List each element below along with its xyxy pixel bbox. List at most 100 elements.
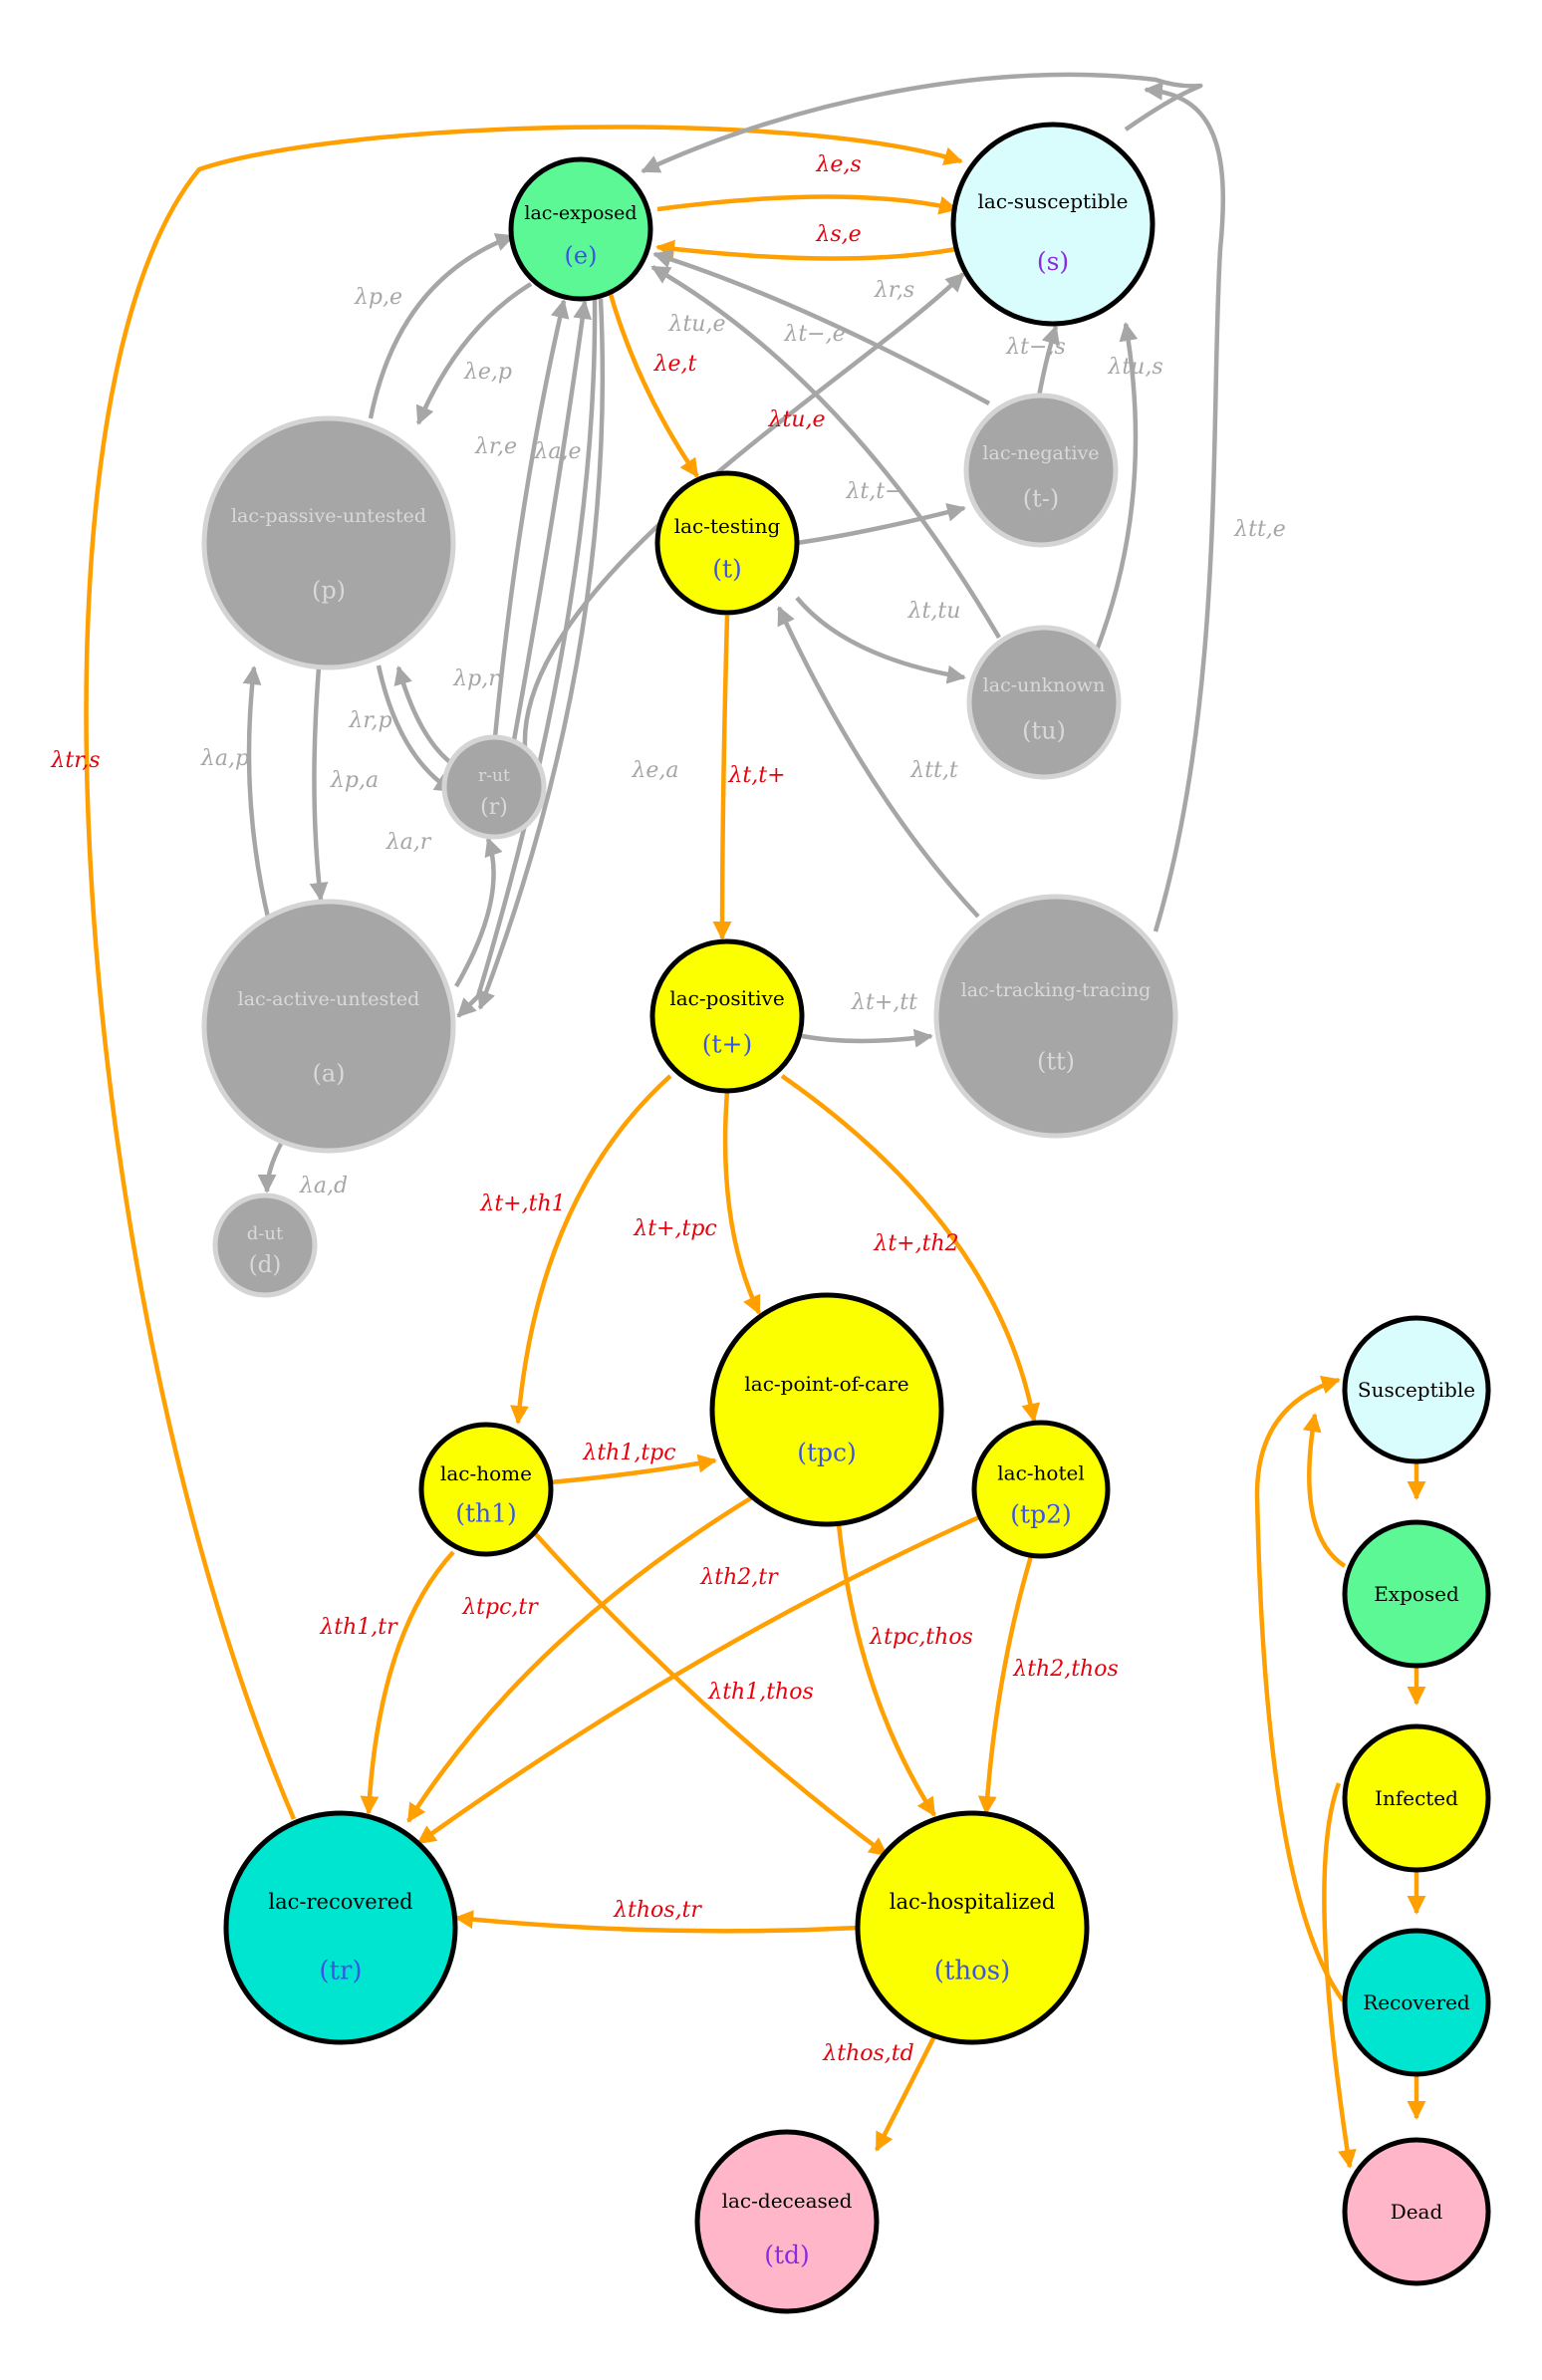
node-circle-tr (223, 1810, 458, 2045)
inactive-edge-22 (511, 300, 593, 741)
transition-edge-45 (1254, 1375, 1345, 2002)
transition-edge-1 (655, 239, 957, 261)
legend-item-L_e: Exposed (1342, 1519, 1491, 1669)
transition-edge-4 (510, 1074, 672, 1425)
transition-edge-46 (1322, 1782, 1357, 2169)
inactive-edge-18 (1144, 81, 1226, 932)
transition-edge-13 (977, 1555, 1034, 1815)
edge-label-tue_red: λtu,e (768, 407, 826, 432)
edge-label-tpctr: λtpc,tr (461, 1595, 539, 1620)
node-name-p: lac-passive-untested (231, 505, 426, 527)
node-tu: lac-unknown(tu) (966, 625, 1122, 780)
node-name-a: lac-active-untested (238, 988, 420, 1010)
edge-label-ttplus: λt,t+ (727, 763, 785, 788)
node-circle-tplus (649, 938, 805, 1094)
edge-label-th1tpc: λth1,tpc (582, 1441, 675, 1465)
node-circle-e (508, 156, 653, 302)
edge-label-tms: λt−,s (1005, 335, 1066, 360)
edge-label-ap: λa,p (200, 746, 249, 771)
node-circle-td (694, 2129, 880, 2314)
inactive-edge-34 (1093, 322, 1139, 654)
transition-edge-10 (416, 1513, 982, 1845)
node-code-s: (s) (1037, 247, 1069, 276)
edge-label-ttu: λt,tu (907, 599, 961, 624)
transition-edge-5 (722, 1090, 762, 1315)
node-circle-a (201, 899, 456, 1154)
transition-edge-11 (532, 1530, 889, 1857)
edge-label-tus: λtu,s (1107, 355, 1162, 380)
edge-label-tpth1: λt+,th1 (479, 1191, 565, 1216)
transition-edge-3 (712, 615, 732, 940)
transition-edge-44 (1302, 1413, 1347, 1568)
node-name-tt: lac-tracking-tracing (961, 979, 1152, 1001)
node-tpc: lac-point-of-care(tpc) (709, 1292, 944, 1527)
edge-label-pa: λp,a (330, 768, 379, 793)
node-e: lac-exposed(e) (508, 156, 653, 302)
transition-edge-8 (360, 1550, 455, 1815)
transition-edge-16 (84, 125, 963, 1820)
node-tplus: lac-positive(t+) (649, 938, 805, 1094)
node-code-t: (t) (712, 555, 742, 584)
node-a: lac-active-untested (a) (201, 899, 456, 1154)
edge-label-ttm: λt,t− (845, 479, 902, 504)
legend-label-L_s: Susceptible (1358, 1378, 1475, 1402)
edge-label-thostd: λthos,td (822, 2041, 913, 2066)
transition-edge-2 (607, 290, 699, 478)
inactive-edge-29 (309, 666, 329, 902)
node-name-th1: lac-home (440, 1461, 532, 1485)
node-name-tplus: lac-positive (669, 986, 784, 1010)
legend-item-L_i: Infected (1342, 1723, 1491, 1873)
node-circle-th1 (418, 1422, 554, 1557)
node-code-tpc: (tpc) (797, 1439, 857, 1467)
node-code-tp2: (tp2) (1010, 1499, 1071, 1528)
legend-item-L_r: Recovered (1342, 1928, 1491, 2077)
node-name-tp2: lac-hotel (997, 1461, 1084, 1485)
inactive-edge-21 (492, 299, 570, 738)
transition-edge-9 (406, 1492, 759, 1823)
inactive-edge-38 (257, 1142, 283, 1193)
edge-label-tpcthos: λtpc,thos (869, 1625, 973, 1650)
legend-label-L_r: Recovered (1363, 1990, 1470, 2014)
transition-edge-14 (454, 1910, 860, 1934)
edge-label-ea: λe,a (631, 758, 678, 783)
edge-label-tpth2: λt+,th2 (873, 1231, 958, 1256)
node-tp2: lac-hotel (tp2) (971, 1420, 1111, 1559)
node-p: lac-passive-untested (p) (201, 415, 456, 670)
transition-edge-0 (656, 194, 958, 215)
inactive-edge-27 (376, 664, 454, 793)
node-code-tt: (tt) (1037, 1048, 1075, 1076)
edge-label-tptt: λt+,tt (851, 990, 917, 1015)
legend-label-L_i: Infected (1375, 1786, 1458, 1810)
edge-label-thostr: λthos,tr (613, 1898, 702, 1923)
edge-label-pe: λp,e (354, 285, 402, 310)
inactive-edge-23 (456, 298, 598, 1018)
node-circle-d (212, 1192, 318, 1298)
edge-label-th2tr: λth2,tr (699, 1565, 779, 1590)
legend-circle-L_i (1342, 1723, 1491, 1873)
edge-label-tptpc: λt+,tpc (633, 1216, 716, 1241)
legend-item-L_d: Dead (1342, 2137, 1491, 2286)
legend-circle-L_e (1342, 1519, 1491, 1669)
node-code-tu: (tu) (1022, 717, 1066, 745)
node-code-tminus: (t-) (1023, 485, 1059, 513)
node-circle-tu (966, 625, 1122, 780)
node-r: r-ut(r) (441, 734, 547, 840)
inactive-edge-32 (650, 265, 1001, 640)
node-circle-tpc (709, 1292, 944, 1527)
node-code-a: (a) (312, 1060, 345, 1088)
edge-label-tr_s: λtr,s (50, 748, 100, 773)
node-thos: lac-hospitalized(thos) (855, 1810, 1090, 2045)
node-circle-r (441, 734, 547, 840)
node-code-e: (e) (565, 242, 598, 270)
node-code-tr: (tr) (319, 1957, 362, 1986)
legend-label-L_e: Exposed (1374, 1582, 1459, 1606)
legend-circle-L_d (1342, 2137, 1491, 2286)
edge-label-tue: λtu,e (668, 312, 726, 337)
node-circle-thos (855, 1810, 1090, 2045)
inactive-edge-37 (776, 606, 980, 919)
node-circle-tp2 (971, 1420, 1111, 1559)
node-code-p: (p) (312, 577, 346, 605)
node-code-th1: (th1) (455, 1499, 517, 1528)
transition-edge-7 (549, 1454, 717, 1485)
